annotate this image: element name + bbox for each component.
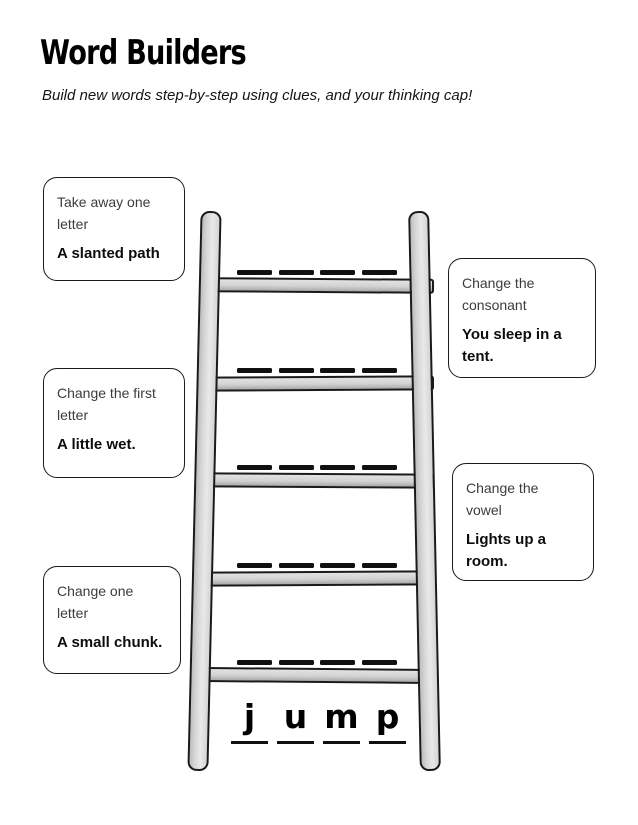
answer-blank (278, 368, 314, 373)
answer-blank (320, 368, 356, 373)
start-letter: m (323, 692, 360, 744)
start-letter: p (369, 692, 406, 744)
clue-hint: A slanted path (57, 244, 160, 262)
answer-blank (278, 660, 314, 665)
answer-blank (361, 660, 397, 665)
clue-card-step-1: Take away one letter A slanted path (43, 177, 185, 281)
clue-hint: A small chunk. (57, 633, 163, 651)
answer-blank (361, 368, 397, 373)
clue-card-step-4: Change the vowel Lights up a room. (452, 463, 594, 581)
answer-blank (278, 270, 314, 275)
start-word: j u m p (231, 692, 406, 744)
answer-blank (237, 660, 272, 665)
answer-blank-row (237, 660, 397, 665)
clue-instruction: Change one letter (57, 583, 134, 622)
answer-blank (320, 270, 356, 275)
answer-blank (237, 368, 272, 373)
answer-blank-row (237, 465, 397, 470)
ladder-rail-left (187, 210, 222, 772)
answer-blank (320, 563, 356, 568)
ladder-rung (202, 277, 435, 294)
clue-hint: You sleep in a tent. (462, 325, 562, 366)
clue-card-step-3: Change the first letter A little wet. (43, 368, 185, 478)
start-letter: u (277, 692, 314, 744)
page-subtitle: Build new words step-by-step using clues… (42, 87, 473, 104)
answer-blank (237, 465, 272, 470)
clue-instruction: Change the consonant (462, 275, 535, 314)
clue-card-step-2: Change the consonant You sleep in a tent… (448, 258, 596, 378)
answer-blank (237, 563, 272, 568)
clue-hint: A little wet. (57, 435, 136, 453)
clue-instruction: Change the first letter (57, 385, 156, 424)
answer-blank (361, 270, 397, 275)
ladder-rail-right (408, 210, 441, 772)
answer-blank (361, 465, 397, 470)
answer-blank-row (237, 368, 397, 373)
answer-blank (320, 660, 356, 665)
ladder-rung (202, 570, 435, 587)
page-title: Word Builders (40, 33, 247, 73)
answer-blank-row (237, 563, 397, 568)
answer-blank (278, 465, 314, 470)
start-letter: j (231, 692, 268, 744)
answer-blank (320, 465, 356, 470)
answer-blank (237, 270, 272, 275)
answer-blank (361, 563, 397, 568)
clue-instruction: Change the vowel (466, 480, 539, 519)
clue-instruction: Take away one letter (57, 194, 151, 233)
clue-card-step-5: Change one letter A small chunk. (43, 566, 181, 674)
ladder-rung (202, 375, 435, 392)
answer-blank (278, 563, 314, 568)
answer-blank-row (237, 270, 397, 275)
clue-hint: Lights up a room. (466, 530, 546, 571)
ladder-rung (202, 472, 435, 489)
ladder-rung (202, 666, 435, 685)
